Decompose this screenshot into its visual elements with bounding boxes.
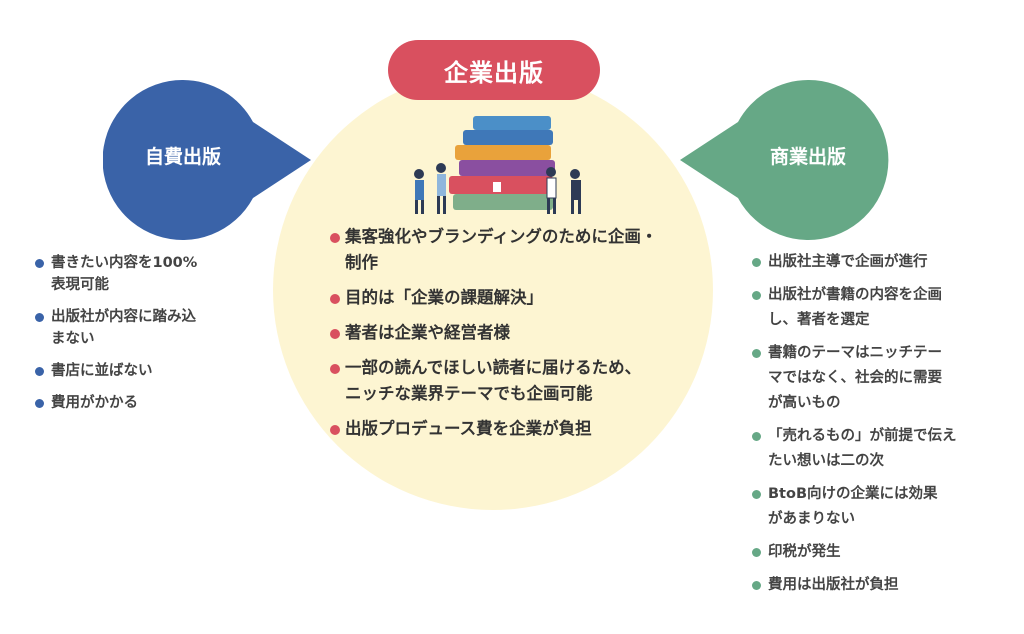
list-item: 「売れるもの」が前提で伝えたい想いは二の次 (752, 424, 957, 474)
corporate-publishing-list: 集客強化やブランディングのために企画・制作 目的は「企業の課題解決」 著者は企業… (330, 224, 657, 451)
bullet-icon (752, 291, 761, 300)
bullet-icon (752, 581, 761, 590)
bullet-icon (752, 548, 761, 557)
list-item: 印税が発生 (752, 540, 957, 565)
books-illustration-icon (414, 116, 581, 214)
bullet-icon (330, 425, 340, 435)
list-item: 出版社が内容に踏み込まない (35, 306, 197, 350)
list-item: 出版プロデュース費を企業が負担 (330, 416, 657, 442)
self-publishing-title: 自費出版 (144, 146, 221, 168)
bullet-icon (752, 432, 761, 441)
bullet-icon (330, 364, 340, 374)
bullet-icon (35, 313, 44, 322)
bullet-icon (752, 349, 761, 358)
list-item: 著者は企業や経営者様 (330, 320, 657, 346)
list-item: 目的は「企業の課題解決」 (330, 285, 657, 311)
commercial-publishing-list: 出版社主導で企画が進行 出版社が書籍の内容を企画し、著者を選定 書籍のテーマはニ… (752, 250, 957, 606)
bullet-icon (330, 294, 340, 304)
list-item: 一部の読んでほしい読者に届けるため、ニッチな業界テーマでも企画可能 (330, 355, 657, 407)
list-item: 出版社主導で企画が進行 (752, 250, 957, 275)
bullet-icon (330, 329, 340, 339)
commercial-publishing-title: 商業出版 (769, 146, 846, 168)
list-item: 書きたい内容を100%表現可能 (35, 252, 197, 296)
list-item: 費用は出版社が負担 (752, 573, 957, 598)
list-item: 費用がかかる (35, 392, 197, 414)
self-publishing-badge: 自費出版 (103, 80, 333, 240)
list-item: 書籍のテーマはニッチテーマではなく、社会的に需要が高いもの (752, 341, 957, 416)
bullet-icon (752, 258, 761, 267)
list-item: 書店に並ばない (35, 360, 197, 382)
bullet-icon (35, 367, 44, 376)
bullet-icon (35, 259, 44, 268)
bullet-icon (752, 490, 761, 499)
list-item: 集客強化やブランディングのために企画・制作 (330, 224, 657, 276)
list-item: 出版社が書籍の内容を企画し、著者を選定 (752, 283, 957, 333)
self-publishing-list: 書きたい内容を100%表現可能 出版社が内容に踏み込まない 書店に並ばない 費用… (35, 252, 197, 424)
bullet-icon (35, 399, 44, 408)
list-item: BtoB向けの企業には効果があまりない (752, 482, 957, 532)
bullet-icon (330, 233, 340, 243)
corporate-publishing-title: 企業出版 (388, 40, 600, 100)
commercial-publishing-badge: 商業出版 (680, 80, 910, 240)
